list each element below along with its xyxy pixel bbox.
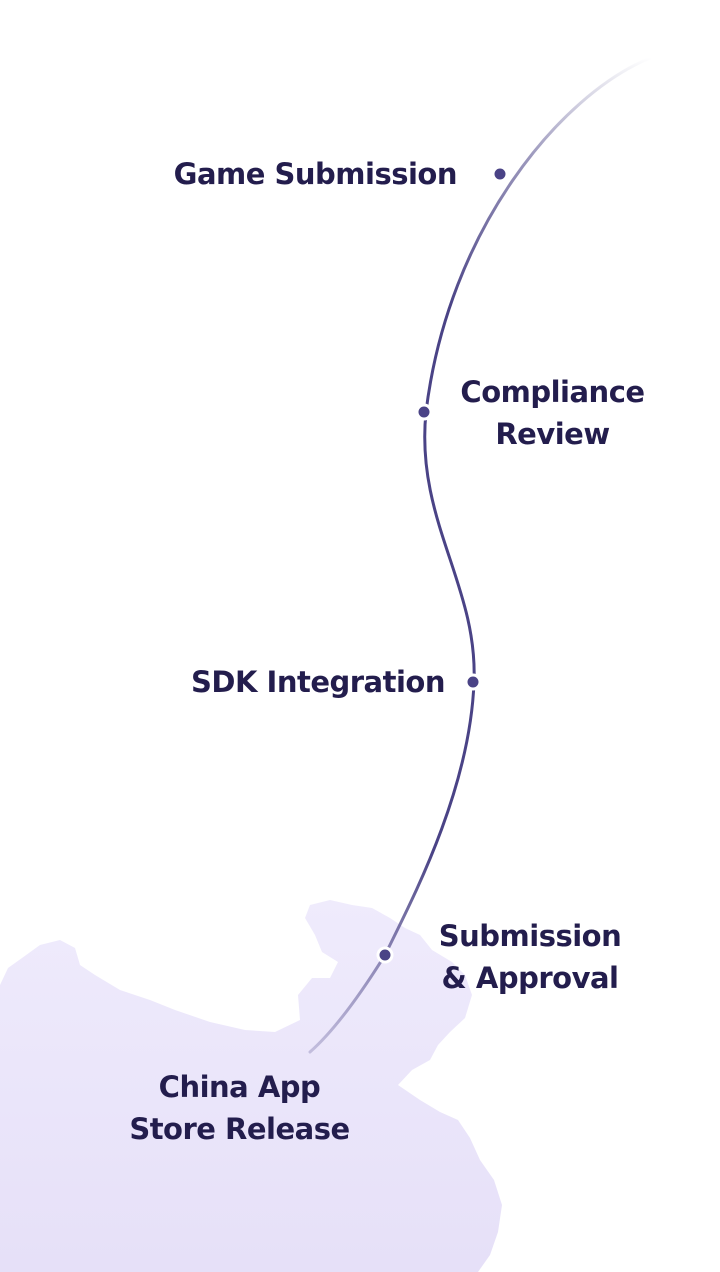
step-game-submission-line: Game Submission xyxy=(173,157,458,191)
step-china-app-store-release-line: Store Release xyxy=(129,1112,350,1146)
step-compliance-review-line: Review xyxy=(495,417,610,451)
step-submission-approval-label: Submission & Approval xyxy=(435,915,625,999)
timeline-path xyxy=(308,56,652,1054)
step-compliance-review-line: Compliance xyxy=(460,375,645,409)
step-sdk-integration-marker xyxy=(464,673,482,691)
step-submission-approval-marker xyxy=(376,946,394,964)
step-sdk-integration-line: SDK Integration xyxy=(191,665,446,699)
step-china-app-store-release-line: China App xyxy=(158,1070,321,1104)
step-sdk-integration-label: SDK Integration xyxy=(191,661,446,703)
china-map-shape xyxy=(0,900,502,1272)
step-compliance-review-marker xyxy=(415,403,433,421)
step-submission-approval-line: Submission xyxy=(438,919,622,953)
step-game-submission-label: Game Submission xyxy=(173,153,458,195)
step-submission-approval-line: & Approval xyxy=(441,961,620,995)
step-game-submission-marker xyxy=(491,165,509,183)
